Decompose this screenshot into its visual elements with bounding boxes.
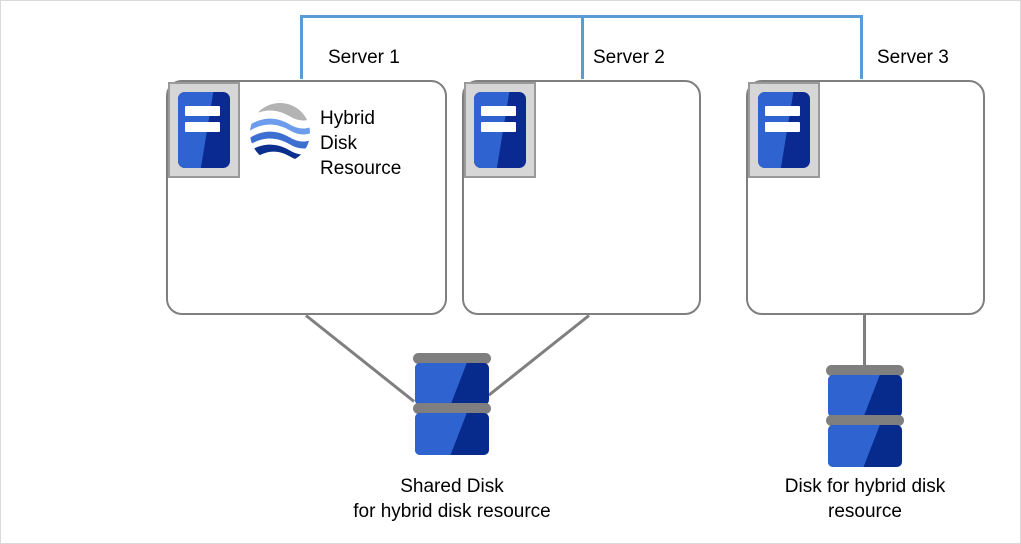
server-icon-bar-1: [185, 106, 220, 117]
network-drop-server-2: [581, 15, 584, 79]
server-icon-bar-2: [481, 122, 516, 133]
connector-server1-shared-disk: [305, 314, 415, 403]
disk-body-lower: [828, 425, 902, 467]
hybrid-disk-caption: Disk for hybrid disk resource: [784, 476, 946, 522]
server-2-label: Server 2: [593, 47, 665, 68]
shared-disk-caption: Shared Disk for hybrid disk resource: [353, 476, 551, 522]
server-1-server-icon: [168, 82, 240, 178]
connector-server3-hybrid-disk: [863, 314, 866, 366]
server-icon-body: [474, 92, 526, 168]
connector-server2-shared-disk: [487, 314, 590, 397]
server-3-server-icon: [748, 82, 820, 178]
network-drop-server-3: [860, 15, 863, 79]
disk-plate-top: [413, 353, 491, 364]
disk-body-lower: [415, 413, 489, 455]
hybrid-disk-resource-label: Hybrid Disk Resource: [320, 108, 402, 179]
hybrid-disk-icon: [826, 365, 904, 470]
server-icon-body: [758, 92, 810, 168]
disk-plate-top: [826, 365, 904, 376]
server-1-label: Server 1: [328, 47, 400, 68]
network-drop-server-1: [300, 15, 303, 79]
disk-highlight: [828, 375, 880, 417]
disk-highlight: [415, 413, 467, 455]
server-2-server-icon: [464, 82, 536, 178]
shared-disk-icon: [413, 353, 491, 458]
disk-plate-middle: [413, 403, 491, 414]
globe-icon: [249, 102, 311, 164]
server-icon-bar-1: [765, 106, 800, 117]
server-icon-bar-2: [765, 122, 800, 133]
server-icon-body: [178, 92, 230, 168]
server-3-label: Server 3: [877, 47, 949, 68]
server-icon-bar-2: [185, 122, 220, 133]
server-3-box[interactable]: [746, 80, 985, 315]
disk-body-upper: [828, 375, 902, 417]
server-icon-bar-1: [481, 106, 516, 117]
disk-highlight: [828, 425, 880, 467]
disk-body-upper: [415, 363, 489, 405]
disk-highlight: [415, 363, 467, 405]
disk-plate-middle: [826, 415, 904, 426]
